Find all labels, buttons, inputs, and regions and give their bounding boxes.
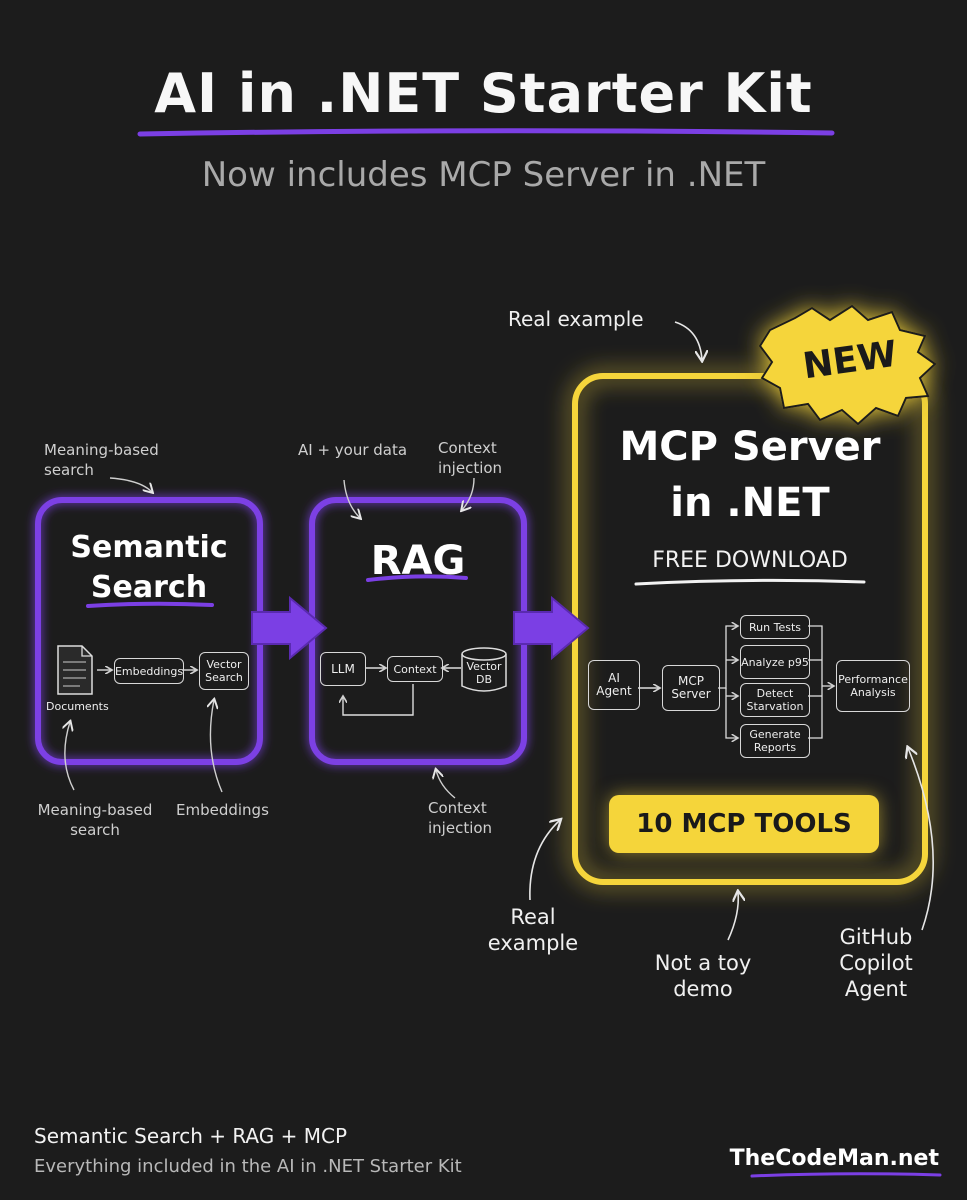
context-box: Context (387, 656, 443, 682)
annotation-semantic-top: Meaning-based search (44, 441, 159, 479)
mcp-server-box: MCP Server (662, 665, 720, 711)
mcp-title-line1: MCP Server (619, 424, 881, 470)
arrow-rag-to-mcp (513, 595, 590, 661)
arrow-semantic-to-rag (251, 595, 328, 661)
vector-db-icon (461, 647, 507, 692)
tool-box-detect: Detect Starvation (740, 683, 810, 717)
annotation-rag-top-left: AI + your data (298, 441, 408, 459)
mcp-tools-banner: 10 MCP TOOLS (609, 795, 879, 853)
annotation-semantic-bottom-right: Embeddings (176, 801, 269, 819)
annotation-semantic-bottom-left: Meaning-based search (37, 801, 153, 839)
documents-icon (57, 645, 93, 695)
mcp-title-line2: in .NET (670, 480, 830, 526)
llm-box: LLM (320, 652, 366, 686)
page-title: AI in .NET Starter Kit (154, 62, 813, 125)
annotation-real-example-bottom: Real example (487, 905, 579, 955)
annotation-github-copilot: GitHub Copilot Agent (839, 925, 913, 1001)
semantic-title-line1: Semantic (70, 530, 228, 565)
embeddings-box: Embeddings (114, 658, 184, 684)
performance-analysis-box: Performance Analysis (836, 660, 910, 712)
semantic-title-line2: Search (90, 570, 208, 605)
free-download-label[interactable]: FREE DOWNLOAD (652, 548, 848, 573)
title-underline (137, 128, 835, 137)
page-subtitle: Now includes MCP Server in .NET (201, 155, 766, 195)
documents-label: Documents (46, 700, 109, 713)
brand-link[interactable]: TheCodeMan.net (729, 1146, 939, 1171)
rag-title: RAG (370, 538, 466, 584)
footer-line1: Semantic Search + RAG + MCP (34, 1124, 348, 1148)
new-badge-shape (758, 304, 937, 426)
ai-agent-box: AI Agent (588, 660, 640, 710)
tool-box-generate: Generate Reports (740, 724, 810, 758)
tool-box-run-tests: Run Tests (740, 615, 810, 639)
tool-box-analyze: Analyze p95 (740, 645, 810, 679)
vector-db-label: Vector DB (466, 660, 502, 686)
annotation-rag-bottom: Context injection (428, 799, 493, 837)
vector-search-box: Vector Search (199, 652, 249, 690)
annotation-real-example-top: Real example (508, 307, 644, 331)
footer-line2: Everything included in the AI in .NET St… (34, 1156, 462, 1177)
annotation-not-toy-demo: Not a toy demo (654, 951, 752, 1001)
annotation-rag-top-right: Context injection (438, 439, 503, 477)
